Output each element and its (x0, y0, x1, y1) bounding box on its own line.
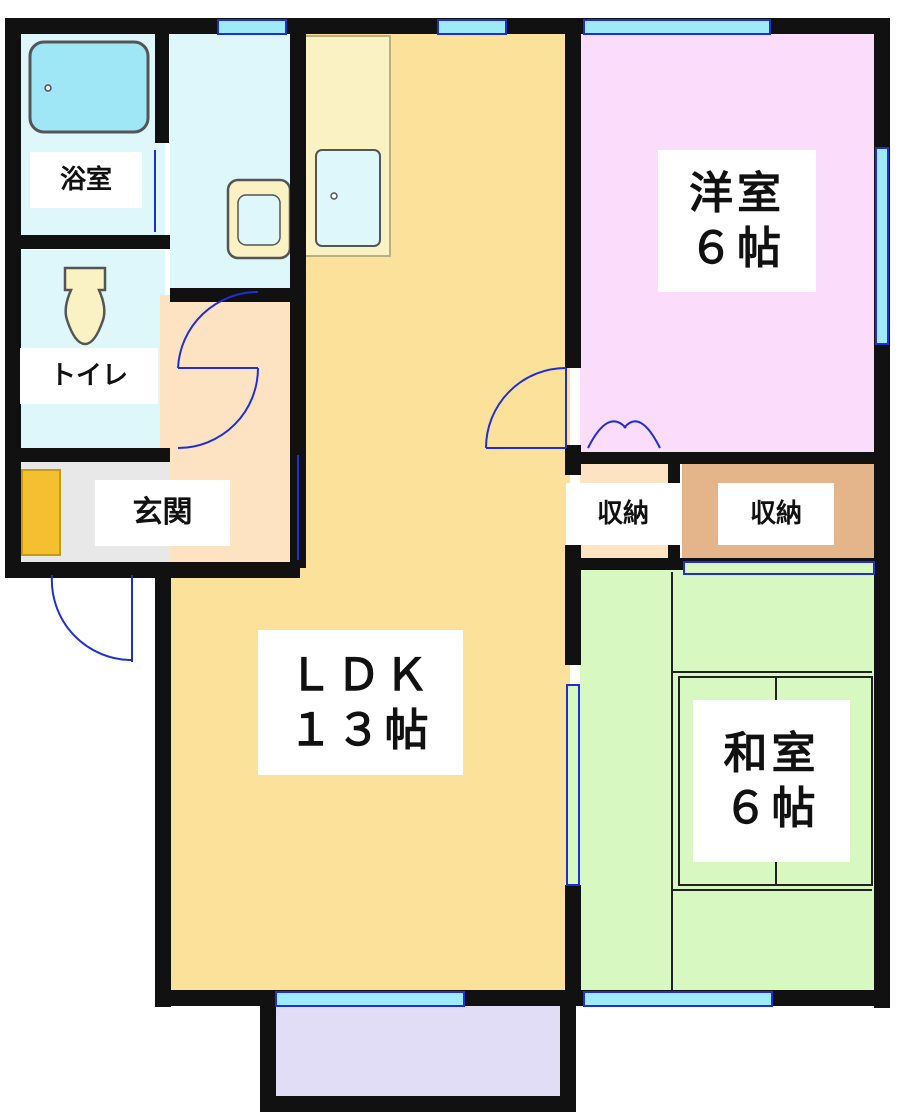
ldk-label: ＬＤＫ １３帖 (258, 630, 463, 775)
western-room-label: 洋室 ６帖 (658, 150, 816, 292)
shoe-cabinet (21, 469, 61, 556)
toilet-fixture (63, 266, 107, 346)
balcony-area (265, 1005, 565, 1105)
doors (50, 150, 661, 662)
windows (217, 19, 889, 1007)
toilet-label: トイレ (20, 348, 158, 404)
bathtub (28, 40, 150, 134)
bathtub-drain (44, 84, 52, 92)
kitchen-sink (315, 149, 381, 247)
japanese-room-label: 和室 ６帖 (693, 700, 850, 862)
entrance-label: 玄関 (95, 480, 230, 546)
storage-b-label: 収納 (718, 483, 834, 545)
bath-label: 浴室 (30, 152, 142, 208)
sink-drain (330, 192, 338, 200)
storage-a-label: 収納 (566, 483, 680, 545)
wash-basin-bowl (237, 194, 281, 246)
